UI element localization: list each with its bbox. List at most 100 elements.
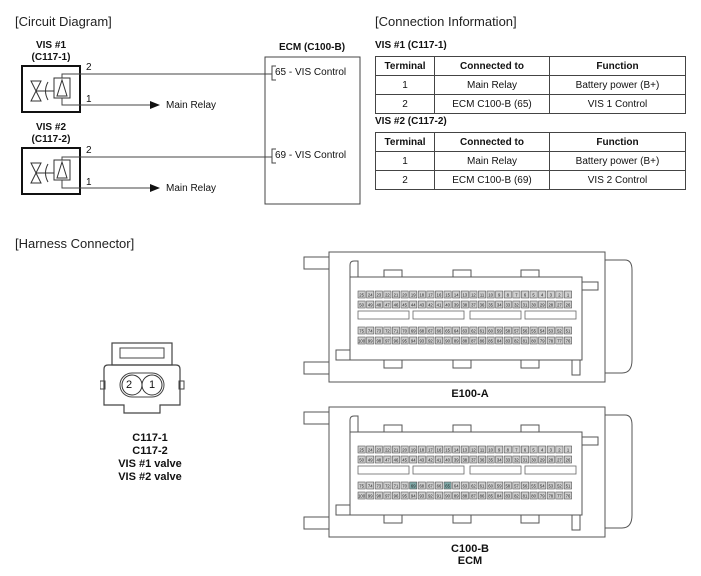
c100b-pin-47: 47 bbox=[383, 455, 392, 464]
e100a-pin-19: 19 bbox=[409, 290, 418, 299]
svg-text:46: 46 bbox=[394, 303, 399, 308]
svg-text:57: 57 bbox=[514, 329, 519, 334]
vis1-valve-symbol bbox=[21, 65, 81, 113]
svg-text:3: 3 bbox=[550, 293, 553, 298]
svg-text:31: 31 bbox=[523, 458, 528, 463]
svg-text:37: 37 bbox=[471, 458, 476, 463]
e100a-pin-45: 45 bbox=[400, 300, 409, 309]
vis2-arrow-icon bbox=[150, 184, 160, 192]
c100b-pin-31: 31 bbox=[521, 455, 529, 464]
svg-text:24: 24 bbox=[368, 293, 373, 298]
e100a-pin-27: 27 bbox=[555, 300, 564, 309]
header-terminal: Terminal bbox=[375, 132, 435, 152]
c100b-pin-12: 12 bbox=[469, 445, 478, 454]
svg-text:81: 81 bbox=[523, 494, 528, 499]
c100b-pin-41: 41 bbox=[435, 455, 443, 464]
svg-text:78: 78 bbox=[548, 494, 553, 499]
e100a-pin-47: 47 bbox=[383, 300, 392, 309]
vis1-relay-label: Main Relay bbox=[166, 100, 217, 111]
svg-text:31: 31 bbox=[523, 303, 528, 308]
c100b-pin-11: 11 bbox=[478, 445, 486, 454]
circuit-diagram bbox=[21, 56, 361, 205]
c100b-pin-43: 43 bbox=[417, 455, 426, 464]
svg-text:33: 33 bbox=[505, 458, 510, 463]
svg-text:67: 67 bbox=[428, 329, 433, 334]
e100a-pin-92: 92 bbox=[426, 336, 435, 345]
e100a-pin-95: 95 bbox=[400, 336, 409, 345]
e100a-pin-44: 44 bbox=[409, 300, 418, 309]
c100b-pin-53: 53 bbox=[546, 481, 555, 490]
e100a-pin-91: 91 bbox=[435, 336, 443, 345]
c100b-pin-13: 13 bbox=[460, 445, 469, 454]
svg-text:85: 85 bbox=[488, 494, 493, 499]
svg-text:19: 19 bbox=[411, 448, 416, 453]
header-terminal: Terminal bbox=[375, 56, 435, 76]
c100b-pin-7: 7 bbox=[512, 445, 521, 454]
c100b-pin-4: 4 bbox=[538, 445, 547, 454]
c100b-pin-55: 55 bbox=[529, 481, 538, 490]
c100b-pin-38: 38 bbox=[460, 455, 469, 464]
svg-text:19: 19 bbox=[411, 293, 416, 298]
c100b-pin-44: 44 bbox=[409, 455, 418, 464]
svg-text:21: 21 bbox=[394, 448, 399, 453]
c100b-pin-95: 95 bbox=[400, 491, 409, 500]
e100a-pin-100: 100 bbox=[357, 336, 366, 345]
svg-text:13: 13 bbox=[462, 448, 467, 453]
svg-text:83: 83 bbox=[505, 339, 510, 344]
svg-text:10: 10 bbox=[488, 293, 493, 298]
c100b-pin-83: 83 bbox=[503, 491, 512, 500]
svg-text:97: 97 bbox=[385, 494, 390, 499]
c117-connector bbox=[100, 342, 185, 414]
e100a-pin-68: 68 bbox=[417, 326, 426, 335]
e100a-lock-slot bbox=[357, 310, 410, 320]
svg-text:72: 72 bbox=[385, 484, 390, 489]
ecm-title: ECM (C100-B) bbox=[278, 42, 346, 53]
c100b-pin-26: 26 bbox=[564, 455, 572, 464]
svg-text:60: 60 bbox=[488, 484, 493, 489]
svg-text:1: 1 bbox=[567, 448, 570, 453]
svg-text:96: 96 bbox=[394, 494, 399, 499]
svg-text:20: 20 bbox=[402, 448, 407, 453]
e100a-pin-77: 77 bbox=[555, 336, 564, 345]
e100a-pin-73: 73 bbox=[374, 326, 383, 335]
c100b-pin-63: 63 bbox=[460, 481, 469, 490]
svg-text:5: 5 bbox=[532, 293, 535, 298]
c100b-pin-35: 35 bbox=[486, 455, 495, 464]
svg-text:36: 36 bbox=[480, 303, 485, 308]
c100b-lock-slot bbox=[469, 465, 522, 475]
e100a-pin-55: 55 bbox=[529, 326, 538, 335]
svg-text:32: 32 bbox=[514, 303, 519, 308]
svg-text:23: 23 bbox=[376, 448, 381, 453]
c100b-pin-96: 96 bbox=[392, 491, 400, 500]
c117-caption: C117-1 C117-2 VIS #1 valve VIS #2 valve bbox=[100, 432, 200, 484]
svg-text:14: 14 bbox=[454, 293, 459, 298]
e100a-pin-21: 21 bbox=[392, 290, 400, 299]
table-vis1-title: VIS #1 (C117-1) bbox=[375, 40, 447, 51]
e100a-pin-62: 62 bbox=[469, 326, 478, 335]
svg-text:52: 52 bbox=[557, 329, 562, 334]
svg-text:48: 48 bbox=[376, 303, 381, 308]
e100a-pin-42: 42 bbox=[426, 300, 435, 309]
e100a-pin-43: 43 bbox=[417, 300, 426, 309]
e100a-lock-slot bbox=[524, 310, 577, 320]
c100b-pin-76: 76 bbox=[564, 491, 572, 500]
e100a-pin-8: 8 bbox=[503, 290, 512, 299]
svg-text:8: 8 bbox=[507, 448, 510, 453]
e100a-pin-78: 78 bbox=[546, 336, 555, 345]
svg-text:80: 80 bbox=[531, 339, 536, 344]
svg-text:18: 18 bbox=[419, 448, 424, 453]
vis2-pin1-label: 1 bbox=[86, 177, 92, 188]
svg-text:43: 43 bbox=[419, 458, 424, 463]
c100b-pin-60: 60 bbox=[486, 481, 495, 490]
svg-text:79: 79 bbox=[540, 494, 545, 499]
c100b-pin-2: 2 bbox=[555, 445, 564, 454]
c100b-pin-20: 20 bbox=[400, 445, 409, 454]
e100a-pin-48: 48 bbox=[374, 300, 383, 309]
c100b-pin-69: 69 bbox=[409, 481, 418, 490]
e100a-pin-98: 98 bbox=[374, 336, 383, 345]
e100a-pin-10: 10 bbox=[486, 290, 495, 299]
cell-connected-to: Main Relay bbox=[434, 151, 550, 171]
c100b-pin-50: 50 bbox=[357, 455, 366, 464]
c100b-pin-17: 17 bbox=[426, 445, 435, 454]
svg-text:7: 7 bbox=[515, 448, 518, 453]
